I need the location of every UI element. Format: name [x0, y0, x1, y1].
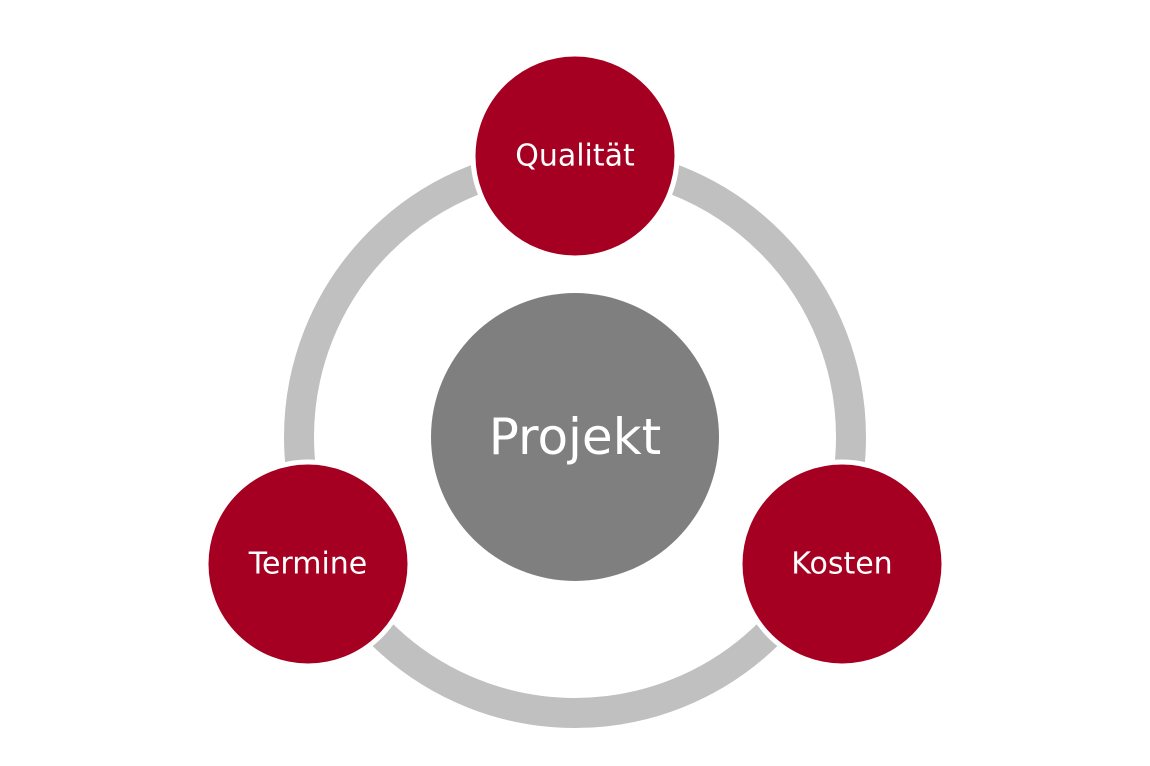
- node-qualitaet: Qualität: [470, 51, 680, 261]
- node-qualitaet-circle: [470, 51, 680, 261]
- node-kosten-label: Kosten: [791, 547, 892, 582]
- center-circle: [431, 293, 719, 581]
- node-kosten: Kosten: [737, 459, 947, 669]
- center-label: Projekt: [489, 408, 662, 466]
- node-qualitaet-label: Qualität: [515, 139, 635, 174]
- node-kosten-circle: [737, 459, 947, 669]
- center-node: Projekt: [431, 293, 719, 581]
- node-termine: Termine: [203, 459, 413, 669]
- node-termine-label: Termine: [248, 547, 368, 582]
- node-termine-circle: [203, 459, 413, 669]
